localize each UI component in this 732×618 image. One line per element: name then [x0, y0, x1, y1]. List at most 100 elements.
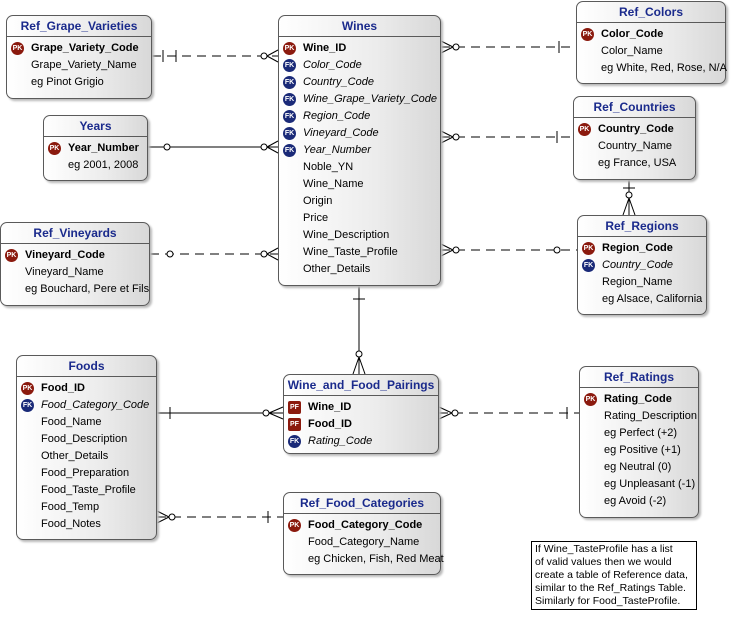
attribute-name: Food_Category_Name	[308, 536, 420, 548]
attribute-name: eg Alsace, California	[602, 293, 703, 305]
attribute-name: eg Perfect (+2)	[604, 427, 678, 439]
fk-key-icon: FK	[283, 76, 296, 89]
attribute-name: Rating_Code	[604, 393, 672, 405]
fk-key-icon: FK	[283, 59, 296, 72]
attribute-name: Noble_YN	[303, 161, 354, 173]
entity-title: Ref_Vineyards	[1, 223, 149, 244]
attribute-name: Region_Code	[303, 110, 371, 122]
attribute-row: PK Year_Number	[44, 140, 147, 157]
note-line: of valid values then we would	[535, 556, 672, 568]
pk-key-icon: PK	[578, 123, 591, 136]
attribute-row: Food_Description	[17, 431, 156, 448]
attribute-row: Food_Preparation	[17, 465, 156, 482]
attribute-row: eg 2001, 2008	[44, 157, 147, 174]
rel-colors-wines	[440, 40, 576, 54]
attribute-name: Origin	[303, 195, 333, 207]
attribute-row: eg White, Red, Rose, N/A	[577, 60, 727, 77]
attribute-row: FK Country_Code	[578, 257, 706, 274]
attribute-row: Food_Category_Name	[284, 534, 440, 551]
attribute-name: Food_Preparation	[41, 467, 130, 479]
attribute-name: Vineyard_Name	[25, 266, 104, 278]
rel-grape-wines	[152, 49, 279, 63]
attribute-row: eg Chicken, Fish, Red Meat	[284, 551, 444, 568]
attribute-row: FK Color_Code	[279, 57, 440, 74]
attribute-row: Grape_Variety_Name	[7, 57, 151, 74]
attribute-name: Wine_Taste_Profile	[303, 246, 398, 258]
rel-wines-pairings	[352, 286, 366, 375]
attribute-row: Noble_YN	[279, 159, 440, 176]
attribute-row: Wine_Name	[279, 176, 440, 193]
pk-key-icon: PK	[584, 393, 597, 406]
attribute-row: eg Positive (+1)	[580, 442, 698, 459]
attribute-row: eg Alsace, California	[578, 291, 706, 308]
attribute-name: Food_Notes	[41, 518, 101, 530]
attribute-name: Other_Details	[303, 263, 371, 275]
entity-title: Ref_Regions	[578, 216, 706, 237]
rel-countries-regions	[622, 180, 636, 216]
fk-key-icon: FK	[283, 144, 296, 157]
fk-key-icon: FK	[288, 435, 301, 448]
note-box: If Wine_TasteProfile has a list of valid…	[531, 541, 697, 610]
attribute-name: Country_Code	[598, 123, 674, 135]
attribute-name: Food_Description	[41, 433, 128, 445]
attribute-row: eg Perfect (+2)	[580, 425, 698, 442]
attribute-name: Wine_ID	[303, 42, 347, 54]
entity-title: Years	[44, 116, 147, 137]
rel-years-wines	[148, 140, 279, 154]
attribute-name: Wine_Grape_Variety_Code	[303, 93, 438, 105]
entity-title: Wines	[279, 16, 440, 37]
attribute-name: Rating_Code	[308, 435, 373, 447]
pk-key-icon: PK	[21, 382, 34, 395]
attribute-row: Other_Details	[279, 261, 440, 278]
attribute-name: eg Avoid (-2)	[604, 495, 667, 507]
attribute-row: Food_Notes	[17, 516, 156, 533]
pk-key-icon: PK	[48, 142, 61, 155]
attribute-name: Food_Name	[41, 416, 102, 428]
attribute-name: eg Chicken, Fish, Red Meat	[308, 553, 444, 565]
attribute-name: Wine_Name	[303, 178, 364, 190]
attribute-name: Region_Name	[602, 276, 673, 288]
attribute-row: eg France, USA	[574, 155, 695, 172]
attribute-row: Food_Temp	[17, 499, 156, 516]
attribute-row: eg Unpleasant (-1)	[580, 476, 698, 493]
attribute-row: Rating_Description	[580, 408, 698, 425]
fk-key-icon: FK	[582, 259, 595, 272]
attribute-row: Origin	[279, 193, 440, 210]
attribute-name: eg Unpleasant (-1)	[604, 478, 696, 490]
entity-title: Ref_Colors	[577, 2, 725, 23]
note-line: create a table of Reference data,	[535, 569, 688, 581]
pk-key-icon: PK	[288, 519, 301, 532]
rel-vineyards-wines	[150, 247, 279, 261]
entity-title: Ref_Grape_Varieties	[7, 16, 151, 37]
attribute-row: eg Neutral (0)	[580, 459, 698, 476]
entity-title: Ref_Countries	[574, 97, 695, 118]
attribute-name: Year_Number	[68, 142, 139, 154]
attribute-row: Wine_Description	[279, 227, 440, 244]
attribute-name: eg White, Red, Rose, N/A	[601, 62, 727, 74]
attribute-name: Year_Number	[303, 144, 371, 156]
attribute-name: Vineyard_Code	[303, 127, 379, 139]
attribute-name: Country_Code	[602, 259, 673, 271]
attribute-name: Color_Code	[303, 59, 362, 71]
fk-key-icon: FK	[283, 127, 296, 140]
attribute-name: eg France, USA	[598, 157, 677, 169]
